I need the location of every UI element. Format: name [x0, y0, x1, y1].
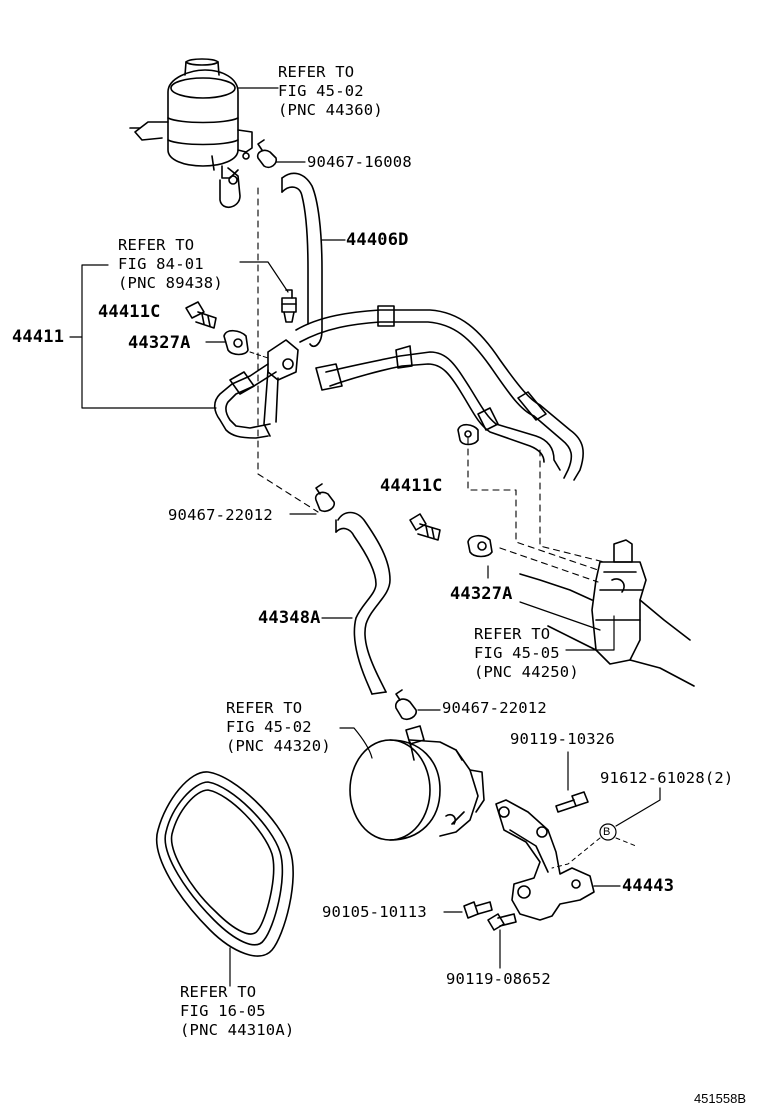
steering-gear-illustration [519, 539, 695, 687]
sensor-ref-line1: REFER TO [118, 236, 195, 254]
gear-ref-line1: REFER TO [474, 625, 551, 643]
bolt-90119-10326 [555, 791, 589, 813]
gasket-lower [467, 534, 493, 558]
union-bolt-upper [185, 301, 217, 329]
pump-ref-line3: (PNC 44320) [226, 737, 331, 755]
union-bolt-lower [409, 513, 441, 541]
gasket-44327a-upper-label: 44327A [128, 333, 191, 353]
clamp-mid-label: 90467-22012 [168, 506, 273, 524]
bolt-90105-10113 [463, 901, 493, 919]
belt-ref-line1: REFER TO [180, 983, 257, 1001]
callout-b-circle [599, 823, 617, 841]
gear-ref-line3: (PNC 44250) [474, 663, 579, 681]
gasket-44327a-lower-label: 44327A [450, 584, 513, 604]
power-steering-pump [349, 725, 485, 841]
pump-ref-line2: FIG 45-02 [226, 718, 312, 736]
reservoir-ref-line3: (PNC 44360) [278, 101, 383, 119]
gasket-upper [223, 329, 249, 356]
reservoir-ref-line2: FIG 45-02 [278, 82, 364, 100]
hose-44406d-label: 44406D [346, 230, 409, 250]
bolt-44411c-lower-label: 44411C [380, 476, 443, 496]
hose-44348a-label: 44348A [258, 608, 321, 628]
sensor-ref-line2: FIG 84-01 [118, 255, 204, 273]
reservoir-ref-line1: REFER TO [278, 63, 355, 81]
reservoir-illustration [129, 58, 253, 208]
gear-ref-line2: FIG 45-05 [474, 644, 560, 662]
bolt-90105-label: 90105-10113 [322, 903, 427, 921]
bolt-90119-08652-label: 90119-08652 [446, 970, 551, 988]
drive-belt [155, 771, 294, 957]
callout-b-letter: B [603, 826, 611, 838]
suction-hose-44348a [335, 511, 391, 695]
bolt-90119-10326-label: 90119-10326 [510, 730, 615, 748]
gasket-gear-top [457, 423, 479, 446]
hose-clamp-top [256, 139, 278, 169]
pressure-tube-44411 [213, 305, 584, 481]
return-hose-44406d [281, 172, 323, 348]
tube-44411-label: 44411 [12, 327, 65, 347]
belt-ref-line2: FIG 16-05 [180, 1002, 266, 1020]
pressure-sensor [281, 289, 297, 323]
pump-bracket-44443 [495, 799, 595, 921]
hose-clamp-mid [314, 483, 336, 513]
bracket-44443-label: 44443 [622, 876, 675, 896]
bolt-91612-label: 91612-61028(2) [600, 769, 734, 787]
bolt-44411c-upper-label: 44411C [98, 302, 161, 322]
hose-clamp-low [394, 689, 418, 721]
bolt-90119-08652 [487, 913, 517, 931]
clamp-low-label: 90467-22012 [442, 699, 547, 717]
diagram-code: 451558B [693, 1091, 746, 1106]
clamp-top-label: 90467-16008 [307, 153, 412, 171]
belt-ref-line3: (PNC 44310A) [180, 1021, 295, 1039]
sensor-ref-line3: (PNC 89438) [118, 274, 223, 292]
pump-ref-line1: REFER TO [226, 699, 303, 717]
